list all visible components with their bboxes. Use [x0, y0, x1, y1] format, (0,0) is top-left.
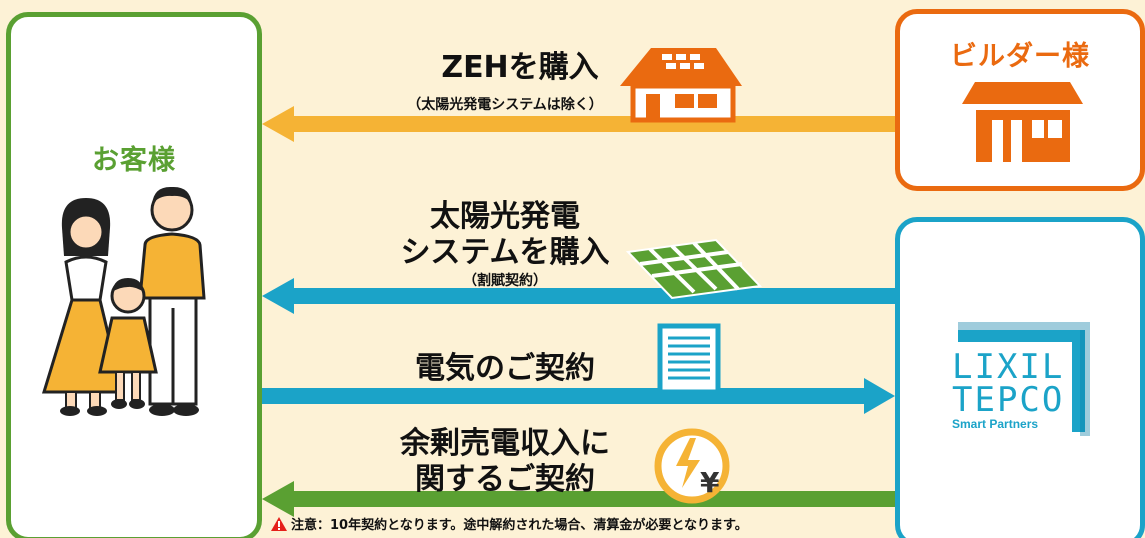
- provider-box: [895, 217, 1145, 538]
- document-icon: [657, 323, 721, 395]
- father-figure: [138, 186, 206, 416]
- contract-note: 注意：10年契約となります。途中解約された場合、清算金が必要となります。: [270, 514, 890, 533]
- warning-icon: [271, 517, 287, 531]
- flow-arrow-solar: [262, 278, 898, 314]
- flow-zeh-subtitle: （太陽光発電システムは除く）: [407, 97, 603, 113]
- customer-box: [6, 12, 262, 538]
- note-text: 注意：10年契約となります。途中解約された場合、清算金が必要となります。: [291, 518, 748, 533]
- flow-surplus-title: 余剰売電収入に 関するご契約: [385, 426, 625, 498]
- flow-surplus-title-line2: 関するご契約: [415, 462, 595, 497]
- flow-solar-subtitle: （割賦契約）: [463, 273, 547, 289]
- flow-solar-title-line1: 太陽光発電: [430, 199, 580, 234]
- customer-title: お客様: [92, 145, 176, 176]
- builder-title: ビルダー様: [950, 41, 1090, 72]
- flow-electricity-title: 電気のご契約: [415, 351, 595, 386]
- logo-line1: LIXIL: [952, 347, 1064, 387]
- house-solar-icon: [620, 48, 742, 123]
- flow-solar-title: 太陽光発電 システムを購入: [385, 199, 625, 271]
- logo-line2: TEPCO: [952, 380, 1064, 420]
- logo-line3: Smart Partners: [952, 417, 1038, 431]
- svg-text:¥: ¥: [700, 466, 720, 499]
- flow-surplus-title-line1: 余剰売電収入に: [400, 426, 610, 461]
- mother-figure: [41, 198, 124, 416]
- solar-panel-icon: [625, 238, 763, 300]
- flow-arrow-surplus: [262, 481, 898, 517]
- flow-arrow-zeh: [262, 106, 898, 142]
- yen-coin-icon: ¥: [654, 428, 730, 504]
- child-figure: [98, 278, 158, 409]
- flow-zeh-title: ZEHを購入: [441, 50, 599, 85]
- flow-solar-title-line2: システムを購入: [400, 235, 610, 270]
